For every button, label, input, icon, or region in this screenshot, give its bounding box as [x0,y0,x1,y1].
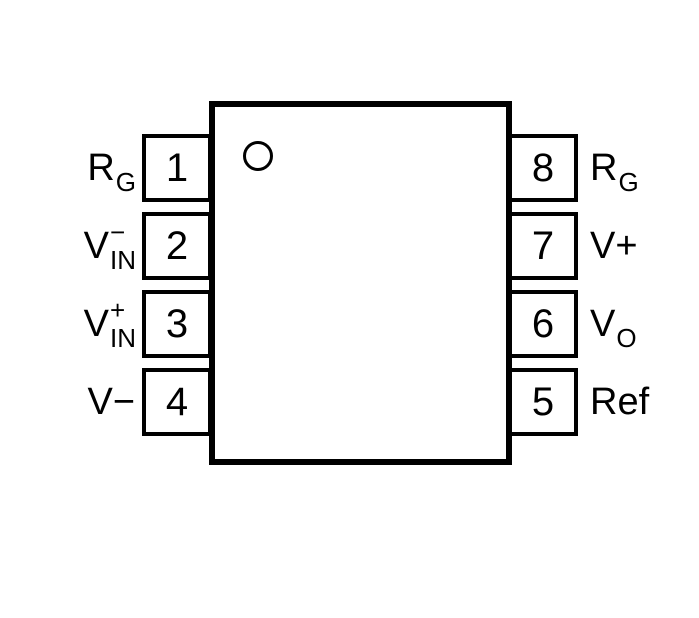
pin-label-1-sub: G [115,167,136,197]
pin-label-8: R G [590,134,698,202]
pin-label-1: R G [0,134,136,202]
pin-number-7: 7 [531,223,555,268]
pin-label-3-sub: IN [110,323,136,353]
pin-number-6: 6 [531,301,555,346]
pin-label-8-sub: G [618,167,639,197]
pin-label-2-supsub: − IN [110,219,136,273]
pin-label-3-sup: + [110,295,126,325]
pin-label-6-supsub: O [616,297,636,351]
pin-number-3: 3 [165,301,189,346]
pin-box-7: 7 [508,212,578,280]
pin-label-7: V+ [590,212,698,280]
pin-label-7-text: V+ [590,224,638,267]
pin-label-1-text: R [87,146,115,189]
pin-label-8-supsub: G [618,141,638,195]
pin-label-4-text: V− [87,380,135,423]
pin-label-5: Ref [590,368,698,436]
pin-label-2-text: V [83,224,109,267]
pin-label-2-sup: − [110,217,126,247]
pin-box-8: 8 [508,134,578,202]
pin-box-1: 1 [142,134,212,202]
pin-label-4: V− [0,368,136,436]
pin-number-4: 4 [165,379,189,424]
pin-box-5: 5 [508,368,578,436]
pin-label-3-text: V [83,302,109,345]
pin-label-6-text: V [590,302,616,345]
pin-number-2: 2 [165,223,189,268]
pin-box-3: 3 [142,290,212,358]
pin-label-8-text: R [590,146,618,189]
pin-box-2: 2 [142,212,212,280]
pin-label-5-text: Ref [590,380,650,423]
pin-box-6: 6 [508,290,578,358]
pin-label-3-supsub: + IN [110,297,136,351]
pin-number-5: 5 [531,379,555,424]
pin-label-2: V − IN [0,212,136,280]
pin-number-8: 8 [531,145,555,190]
pin-label-6: V O [590,290,698,358]
pin-number-1: 1 [165,145,189,190]
pin-label-3: V + IN [0,290,136,358]
pin-box-4: 4 [142,368,212,436]
pin-label-2-sub: IN [110,245,136,275]
pin-label-1-supsub: G [116,141,136,195]
pin1-indicator-circle [243,141,273,171]
pin-label-6-sub: O [616,323,637,353]
